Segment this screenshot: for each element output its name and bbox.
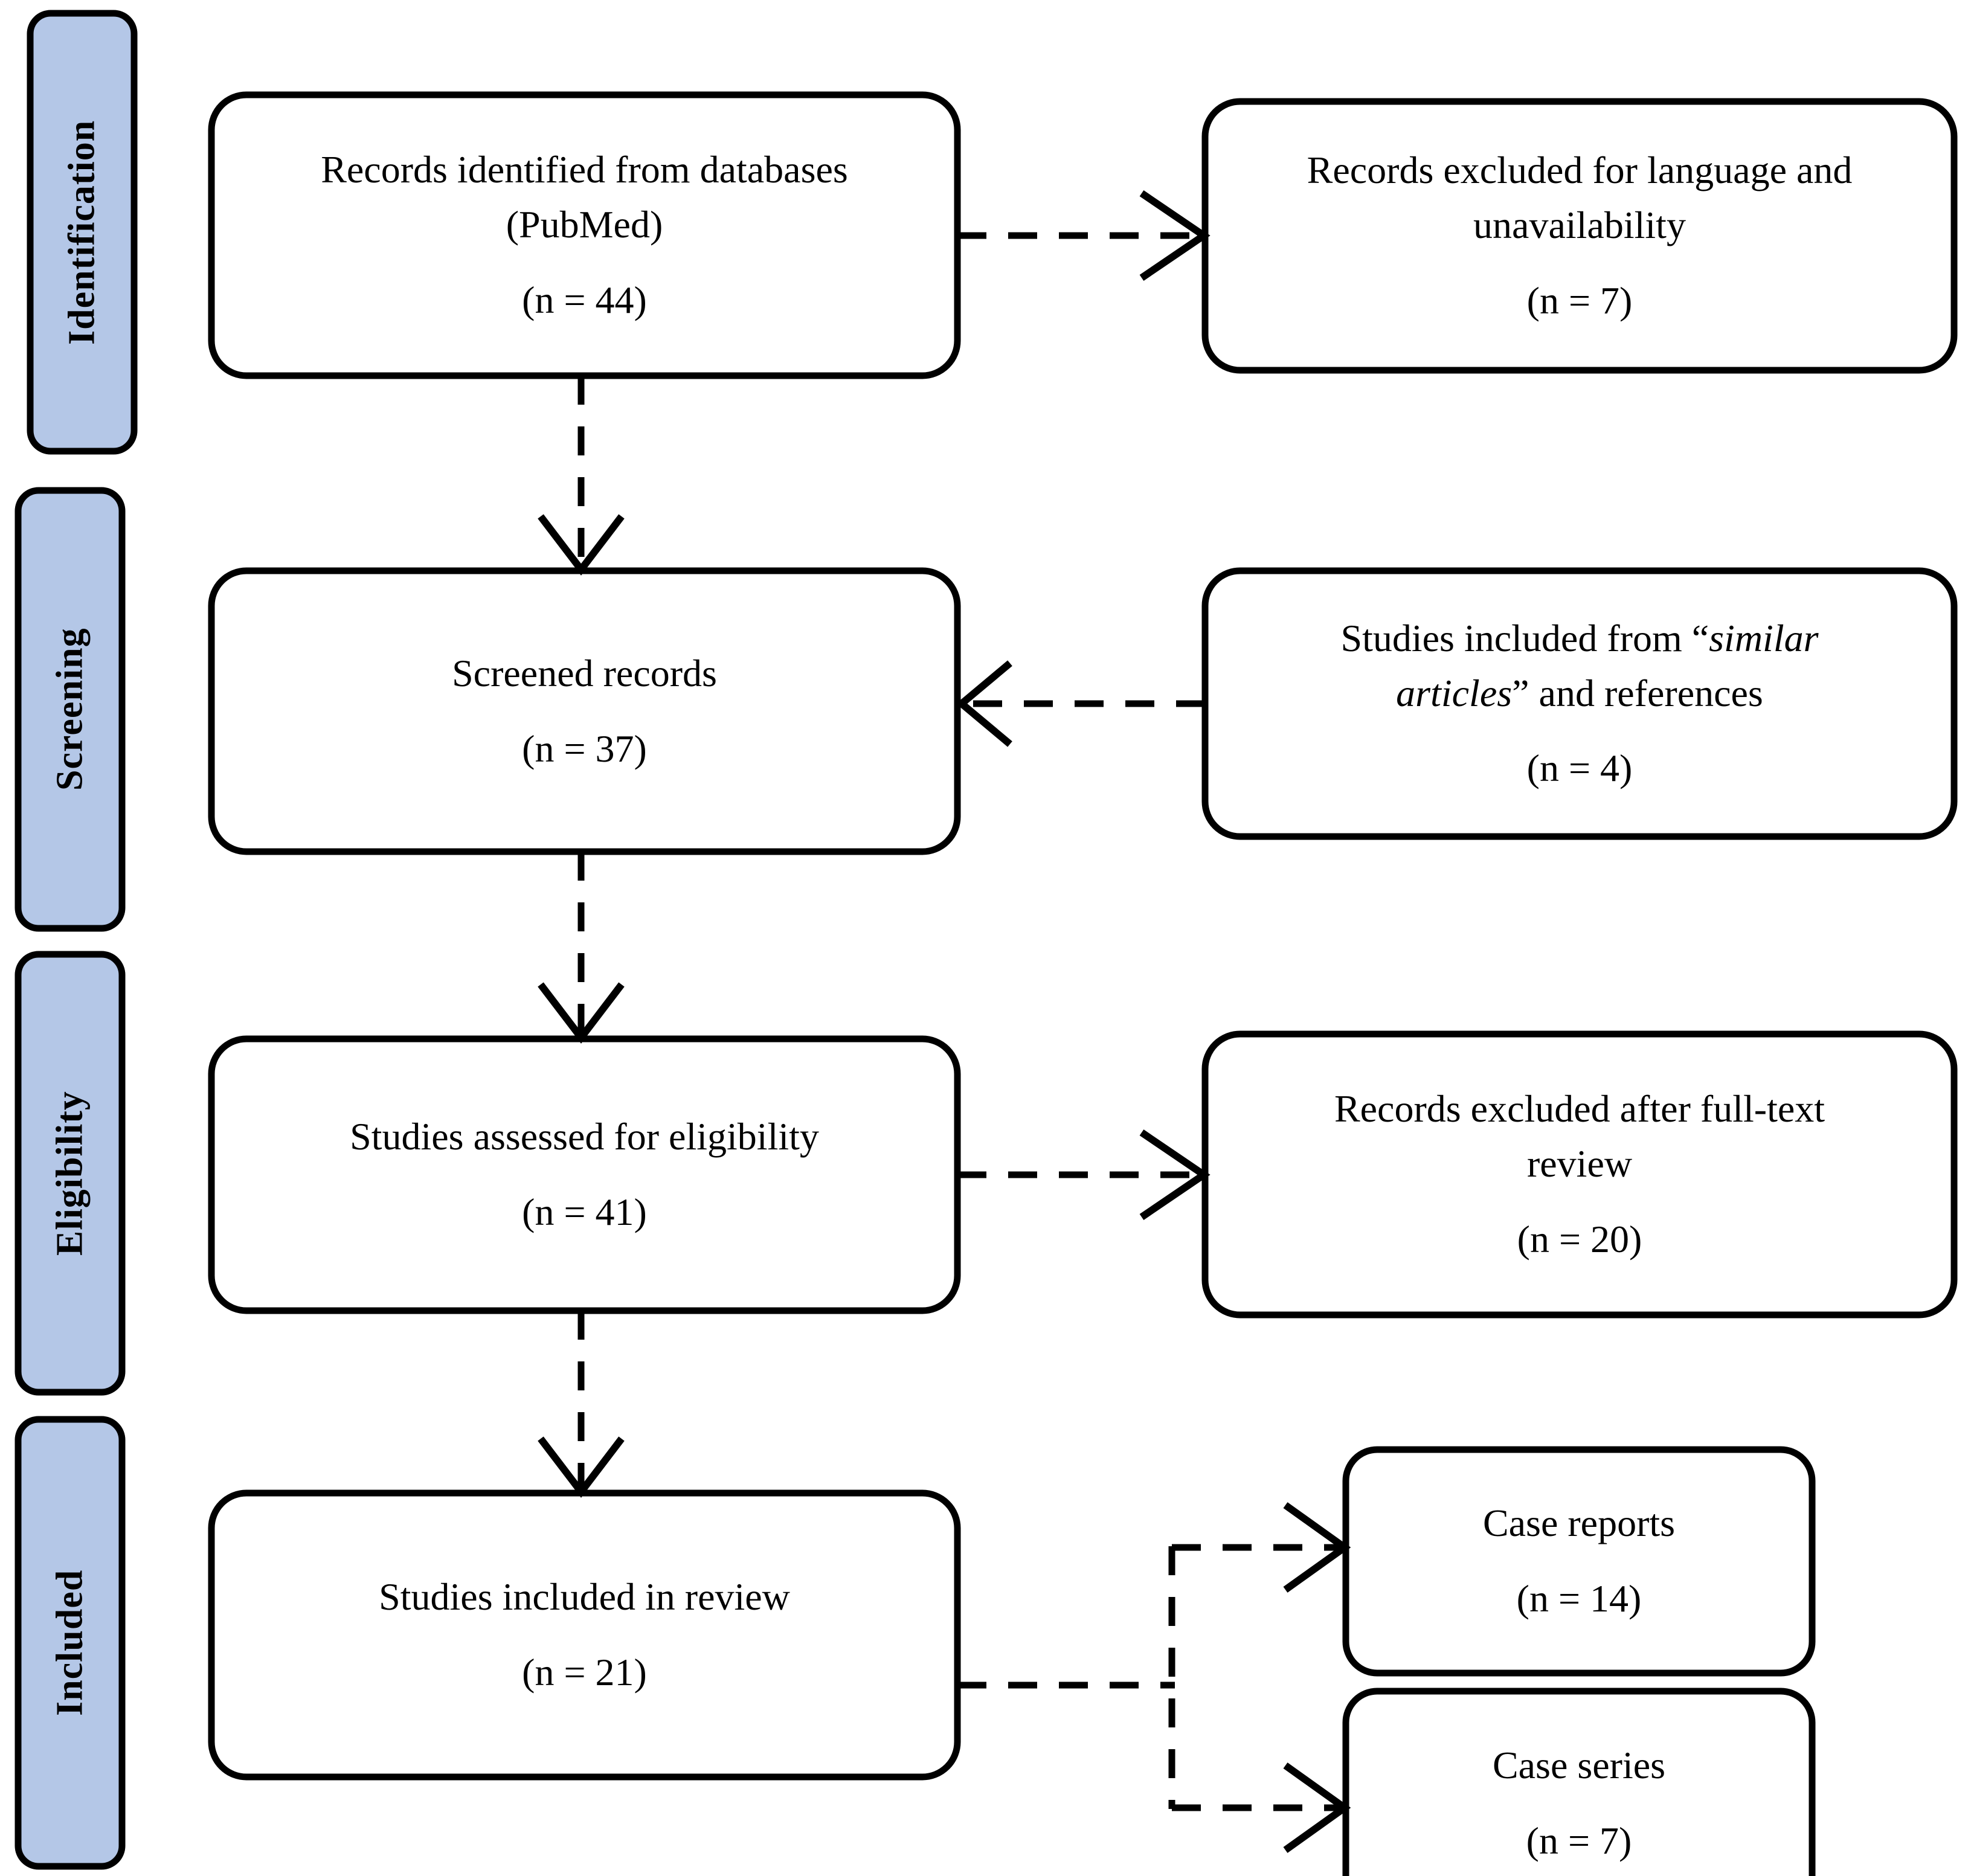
arrowhead-left-screened — [956, 660, 1012, 747]
stage-bar-identification[interactable] — [27, 10, 138, 455]
node-box-studies-assessed[interactable] — [208, 1035, 961, 1314]
connectors — [577, 232, 1340, 1811]
node-box-studies-included[interactable] — [208, 1489, 961, 1781]
node-box-case-series[interactable] — [1342, 1688, 1816, 1876]
arrowhead-right-case-reports — [1283, 1502, 1351, 1593]
node-box-records-identified[interactable] — [208, 91, 961, 379]
arrowhead-down-assessed — [538, 982, 625, 1044]
arrowhead-right-case-series — [1283, 1762, 1351, 1853]
node-box-studies-similar-articles[interactable] — [1201, 567, 1958, 840]
node-box-records-excluded-fulltext[interactable] — [1201, 1030, 1958, 1319]
arrowhead-down-screened — [538, 514, 625, 576]
node-box-records-excluded-language[interactable] — [1201, 98, 1958, 374]
arrowhead-down-included — [538, 1436, 625, 1498]
stage-bar-screening[interactable] — [14, 487, 126, 932]
arrowhead-right-excluded-fulltext — [1139, 1129, 1211, 1220]
stage-bars — [14, 10, 138, 1870]
arrowheads — [538, 190, 1351, 1853]
stage-bar-included[interactable] — [14, 1416, 126, 1870]
node-box-screened-records[interactable] — [208, 567, 961, 855]
arrowhead-right-excluded-language — [1139, 190, 1211, 281]
node-box-case-reports[interactable] — [1342, 1446, 1816, 1677]
stage-bar-eligibility[interactable] — [14, 951, 126, 1396]
node-boxes — [208, 91, 1958, 1876]
